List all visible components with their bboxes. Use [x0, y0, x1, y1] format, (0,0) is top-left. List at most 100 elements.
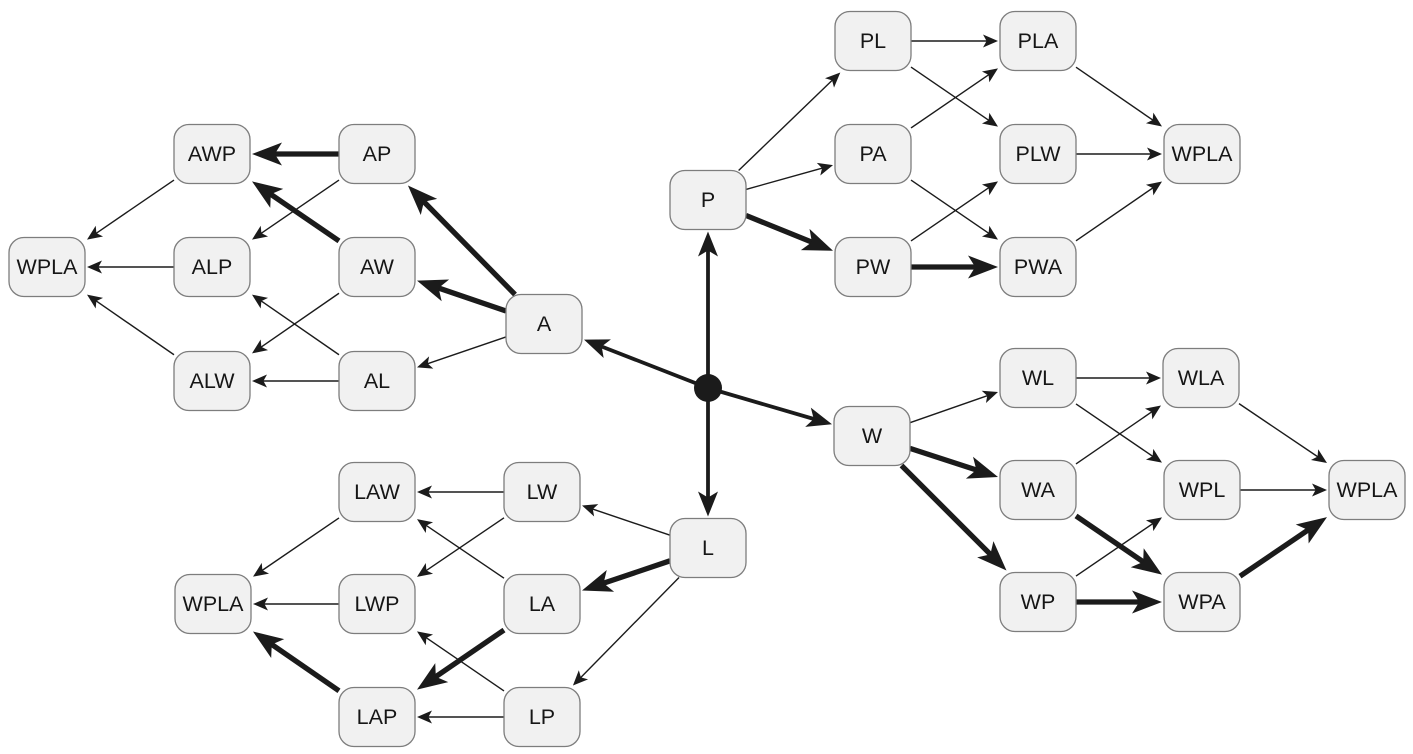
- edge-PW-PWA: [911, 255, 998, 279]
- node-label: ALP: [192, 255, 233, 279]
- edge-L-LP: [572, 577, 680, 686]
- arrowhead-icon: [417, 356, 434, 369]
- arrowhead-icon: [253, 562, 270, 577]
- node-ALW: ALW: [173, 350, 251, 412]
- arrowhead-icon: [582, 570, 615, 592]
- node-AWP: AWP: [173, 123, 251, 185]
- node-ALP: ALP: [173, 236, 251, 298]
- node-LA: LA: [503, 573, 581, 635]
- node-label: A: [537, 312, 552, 336]
- node-WL: WL: [999, 347, 1077, 409]
- arrowhead-icon: [1310, 449, 1327, 464]
- node-PWA: PWA: [999, 236, 1077, 298]
- edge-W-WL: [909, 390, 998, 424]
- edge-LA-LAP: [417, 627, 506, 690]
- arrowhead-icon: [87, 225, 104, 240]
- node-AW: AW: [338, 236, 416, 298]
- node-label: WA: [1021, 478, 1055, 502]
- arrowhead-icon: [1130, 548, 1162, 575]
- edge-A-AL: [417, 336, 507, 369]
- arrowhead-icon: [253, 631, 285, 659]
- node-LWP: LWP: [338, 573, 416, 635]
- arrowhead-icon: [252, 294, 269, 309]
- node-AP: AP: [338, 123, 416, 185]
- edge-P-PA: [745, 162, 833, 191]
- arrowhead-icon: [698, 491, 718, 517]
- node-A: A: [505, 293, 583, 355]
- arrowhead-icon: [1295, 517, 1327, 544]
- arrowhead-icon: [417, 710, 432, 724]
- node-label: PLW: [1016, 142, 1062, 166]
- node-W: W: [833, 405, 911, 467]
- edge-AP-AWP: [252, 142, 339, 166]
- edge-LP-LAP: [417, 710, 504, 724]
- edge-AW-AWP: [252, 181, 341, 244]
- edge-WL-WLA: [1076, 371, 1161, 385]
- node-label: AL: [364, 369, 390, 393]
- arrowhead-icon: [417, 563, 434, 577]
- edge-LAP-WPLA_L: [253, 631, 341, 693]
- edge-LW-LWP: [417, 517, 505, 577]
- node-label: AW: [360, 255, 395, 279]
- node-label: ALW: [190, 369, 236, 393]
- arrowhead-icon: [1145, 181, 1162, 196]
- arrowhead-icon: [977, 541, 1007, 571]
- arrowhead-icon: [252, 225, 269, 240]
- node-WLA: WLA: [1162, 347, 1240, 409]
- arrowhead-icon: [981, 390, 998, 404]
- edge-root-W: [707, 386, 832, 427]
- edge-PA-PWA: [910, 179, 998, 240]
- node-WA: WA: [999, 459, 1077, 521]
- edge-AL-ALW: [252, 374, 339, 388]
- arrowhead-icon: [417, 485, 432, 499]
- node-PL: PL: [834, 10, 912, 72]
- arrowhead-icon: [981, 68, 998, 83]
- arrowhead-icon: [252, 142, 282, 166]
- node-label: W: [862, 424, 883, 448]
- arrowhead-icon: [968, 255, 998, 279]
- node-label: LP: [529, 705, 555, 729]
- arrowhead-icon: [1132, 590, 1162, 614]
- node-WPLA_W: WPLA: [1328, 459, 1406, 521]
- node-label: LAP: [357, 705, 398, 729]
- arrowhead-icon: [1147, 147, 1162, 161]
- node-label: LAW: [354, 480, 400, 504]
- edge-WPA-WPLA_W: [1238, 517, 1327, 579]
- node-label: P: [701, 188, 715, 212]
- arrowhead-icon: [417, 519, 434, 533]
- node-label: WPLA: [17, 255, 79, 279]
- arrowhead-icon: [407, 185, 438, 215]
- edge-WLA-WPLA_W: [1238, 403, 1327, 464]
- arrowhead-icon: [981, 112, 998, 127]
- node-LP: LP: [503, 686, 581, 748]
- node-label: AWP: [188, 142, 236, 166]
- arrowhead-icon: [981, 181, 998, 196]
- node-label: WPLA: [1337, 478, 1399, 502]
- node-PA: PA: [834, 123, 912, 185]
- node-label: WLA: [1178, 366, 1225, 390]
- node-label: WPLA: [183, 592, 245, 616]
- edge-L-LW: [582, 504, 671, 536]
- edge-WPL-WPLA_W: [1240, 483, 1327, 497]
- arrowhead-icon: [1144, 405, 1161, 420]
- arrowhead-icon: [417, 279, 450, 302]
- node-label: WPL: [1179, 478, 1226, 502]
- node-label: WPA: [1178, 590, 1226, 614]
- node-label: PL: [860, 29, 886, 53]
- edge-A-AP: [407, 185, 517, 297]
- edge-PL-PLA: [911, 34, 998, 48]
- arrowhead-icon: [252, 339, 269, 354]
- node-LAW: LAW: [338, 461, 416, 523]
- edge-layer: [87, 34, 1327, 724]
- arrowhead-icon: [584, 339, 611, 359]
- edge-PL-PLW: [910, 66, 998, 127]
- edge-AWP-WPLA_A: [87, 179, 175, 240]
- edge-root-L: [698, 388, 718, 517]
- node-layer: PPLPAPWPLAPLWPWAWPLAAAPAWALAWPALPALWWPLA…: [8, 10, 1406, 748]
- edge-LAW-WPLA_L: [253, 517, 340, 577]
- edge-PA-PLA: [910, 68, 998, 129]
- edge-PLW-WPLA_P: [1076, 147, 1162, 161]
- node-PLA: PLA: [999, 10, 1077, 72]
- arrowhead-icon: [417, 663, 449, 690]
